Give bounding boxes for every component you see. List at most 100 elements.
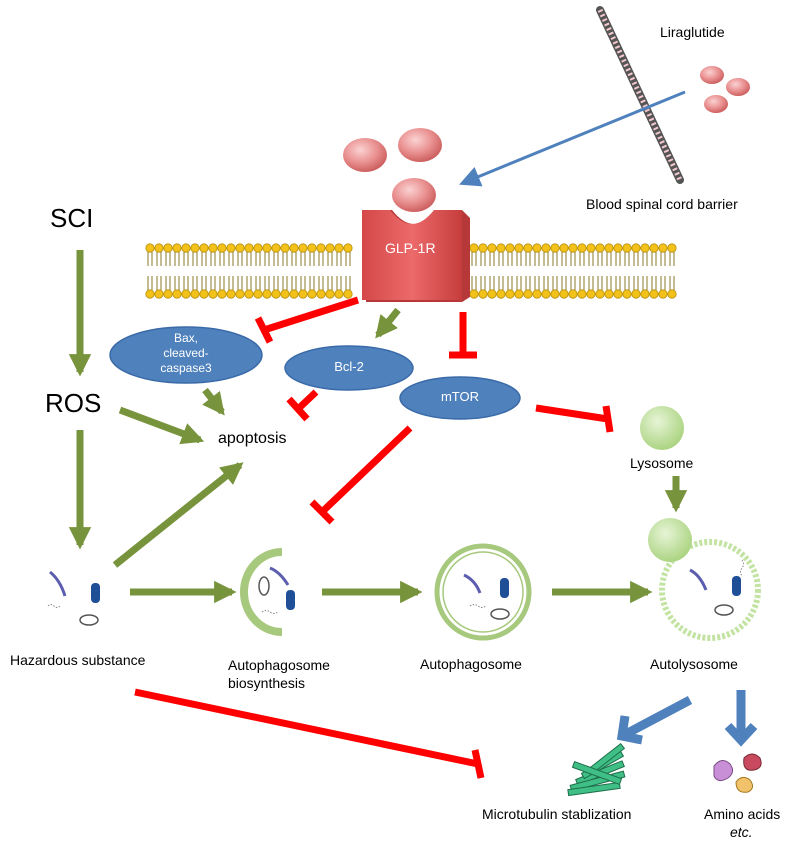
lipid-tail [228,252,234,266]
lipid-head [244,243,254,253]
inhibit-mtor-biosynthesis [309,425,413,525]
lipid-head [208,243,218,253]
lipid-tail [606,276,612,290]
lipid-tail [552,276,558,290]
lipid-head [487,289,497,299]
lipid-tail [327,276,333,290]
lipid-tail [165,276,171,290]
lipid-head [244,289,254,299]
lipid-head [172,243,182,253]
lipid-tail [525,252,531,266]
lipid-head [496,243,506,253]
lipid-tail [624,252,630,266]
arrow-ros-apoptosis [118,406,205,445]
arrow-to-microtubule [616,696,693,745]
lipid-tail [309,252,315,266]
lipid-head [208,289,218,299]
lipid-head [469,289,479,299]
lipid-head [343,289,353,299]
lipid-head [235,243,245,253]
lipid-head [613,243,623,253]
lipid-head [613,289,623,299]
lipid-tail [669,252,675,266]
lipid-tail [669,276,675,290]
lipid-tail [588,276,594,290]
lipid-head [595,289,605,299]
lipid-tail [561,276,567,290]
bax-oval [109,326,263,384]
lipid-tail [147,252,153,266]
lipid-head [271,289,281,299]
lipid-head [568,243,578,253]
hazard-label: Hazardous substance [10,652,146,668]
lipid-head [190,289,200,299]
lipid-head [253,289,263,299]
lipid-tail [570,276,576,290]
lipid-head [181,243,191,253]
biosynthesis-crescent [240,548,295,636]
lipid-tail [336,252,342,266]
lipid-head [496,289,506,299]
inhibit-glp1r-bax [254,296,360,344]
arrow-glp1r-bcl2 [375,307,401,339]
lipid-head [541,243,551,253]
lipid-tail [156,252,162,266]
lipid-head [550,243,560,253]
lipid-tail [246,252,252,266]
drug-crossing-arrow [459,90,686,187]
lipid-tail [318,252,324,266]
inhibit-hazard-microtubule [134,688,485,779]
lipid-tail [552,252,558,266]
lipid-tail [507,252,513,266]
glp1r-receptor [362,210,470,302]
lipid-tail [642,276,648,290]
lipid-head [658,243,668,253]
lipid-head [289,243,299,253]
lipid-head [658,289,668,299]
lipid-tail [579,252,585,266]
lipid-head [316,243,326,253]
biosynthesis-label: Autophagosome biosynthesis [228,657,330,691]
lipid-tail [300,252,306,266]
lipid-tail [660,276,666,290]
inhibit-mtor-lysosome [535,404,614,433]
lipid-tail [624,276,630,290]
lipid-tail [237,276,243,290]
lipid-head [199,289,209,299]
lipid-head [586,289,596,299]
lipid-head [226,243,236,253]
liraglutide-molecules [700,66,750,113]
lipid-tail [534,252,540,266]
lipid-tail [489,276,495,290]
lipid-tail [219,252,225,266]
lipid-tail [192,276,198,290]
cell-membrane [145,243,677,299]
microtubule-label: Microtubulin stablization [482,806,632,822]
lipid-tail [561,252,567,266]
lipid-tail [165,252,171,266]
lipid-head [226,289,236,299]
barrier-label: Blood spinal cord barrier [586,196,738,212]
bcl2-label: Bcl-2 [334,359,364,374]
lipid-head [298,243,308,253]
inhibit-glp1r-mtor [449,312,477,359]
lipid-head [280,243,290,253]
lipid-tail [264,252,270,266]
lipid-tail [633,276,639,290]
lysosome-label: Lysosome [630,455,694,471]
lipid-head [316,289,326,299]
lipid-head [559,289,569,299]
lipid-tail [282,276,288,290]
lipid-head [649,289,659,299]
lipid-head [640,289,650,299]
lipid-head [541,289,551,299]
lipid-tail [543,252,549,266]
lipid-head [154,289,164,299]
lipid-head [289,289,299,299]
lipid-head [577,289,587,299]
lipid-head [298,289,308,299]
autophagosome-circle [434,543,532,641]
lipid-head [640,243,650,253]
